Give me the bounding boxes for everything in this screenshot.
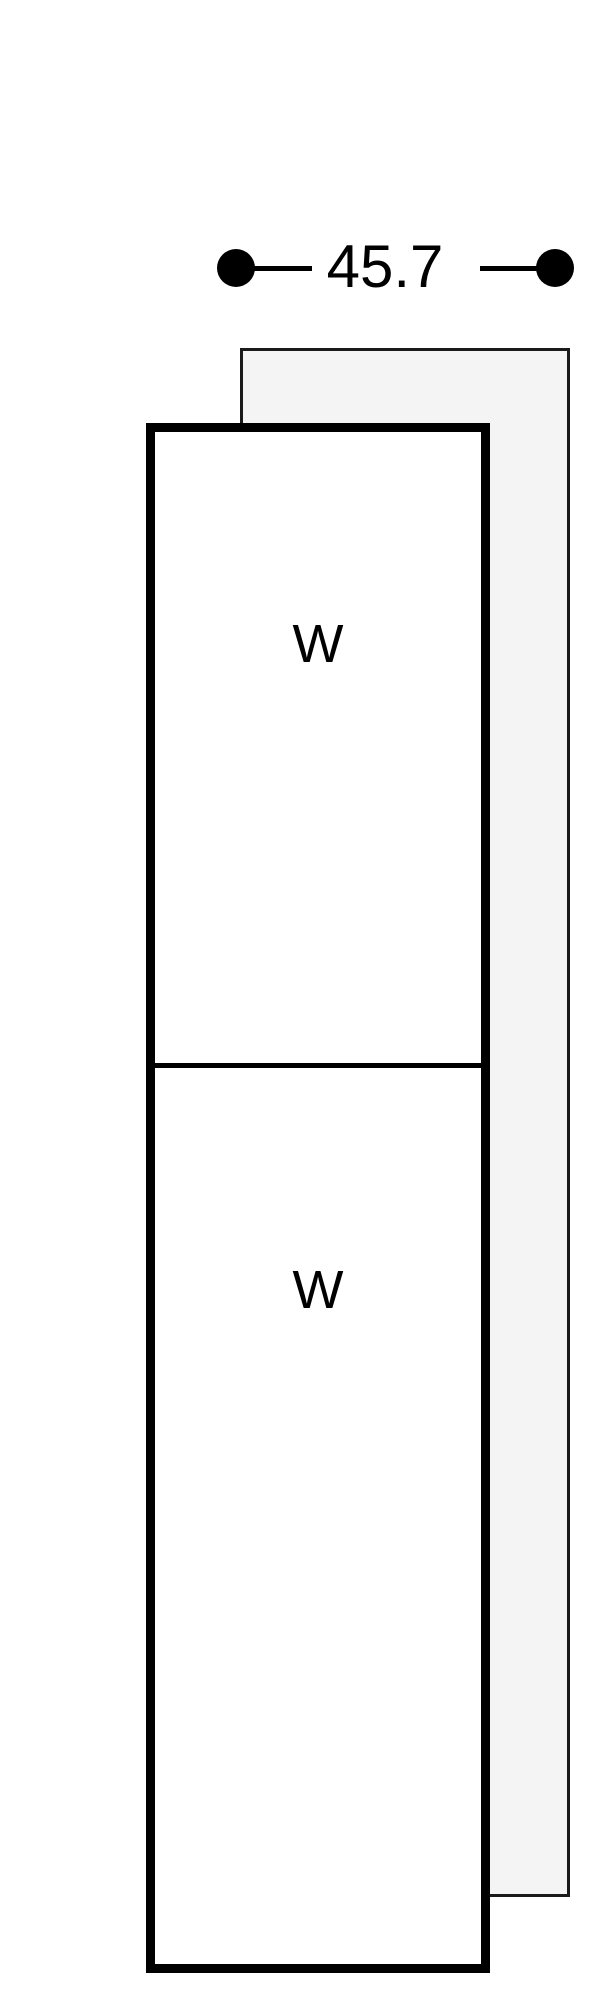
dimension-line-left-segment <box>252 266 312 271</box>
dimension-endpoint-right-dot <box>536 249 574 287</box>
dimension-value-label: 45.7 <box>326 233 444 300</box>
dimension-endpoint-left-dot <box>217 249 255 287</box>
panel-label-bottom: W <box>292 1260 344 1320</box>
panel-label-top: W <box>292 613 344 674</box>
cabinet-panel-bottom: W <box>155 1068 481 1964</box>
dimension-line-right-segment <box>480 266 540 271</box>
cabinet-panel-stack: W W <box>155 432 481 1964</box>
cabinet-panel-top: W <box>155 432 481 1068</box>
cabinet-outline: W W <box>146 423 490 1973</box>
